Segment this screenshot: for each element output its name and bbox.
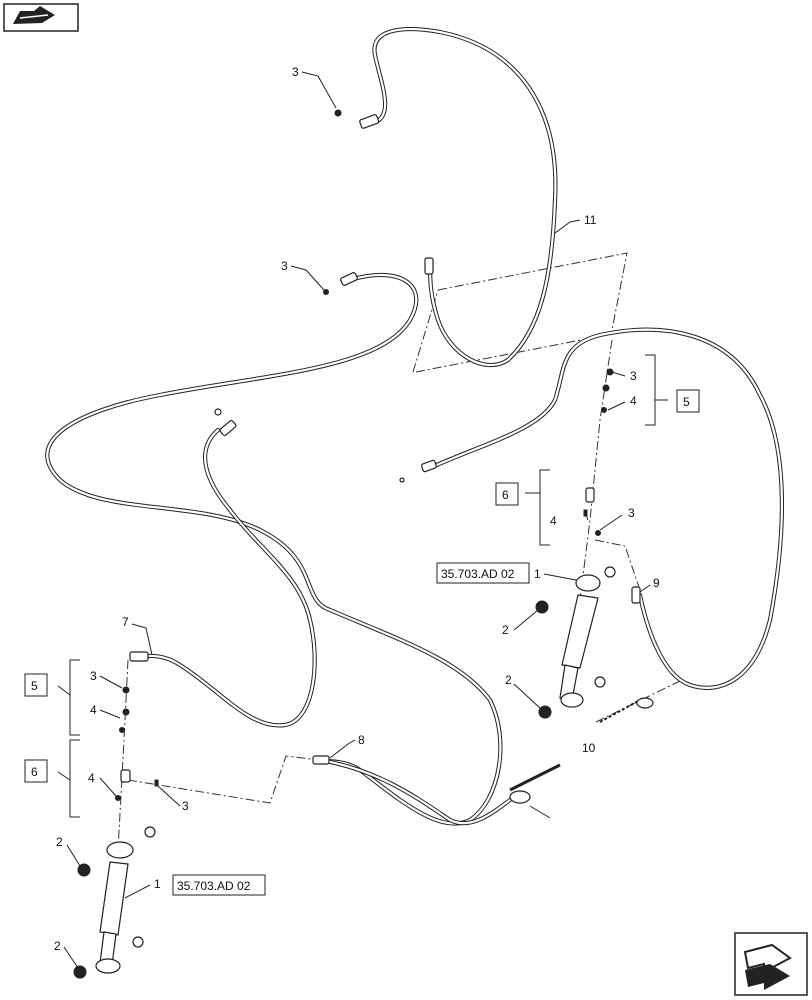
callout-4: 4 (90, 703, 97, 717)
clamp-10 (509, 697, 654, 804)
callout-1: 1 (154, 877, 161, 891)
hose-main-left (45, 272, 503, 826)
callout-3: 3 (630, 369, 637, 383)
callout-7: 7 (122, 615, 129, 629)
brackets (57, 354, 668, 818)
cylinder-right (535, 566, 616, 719)
prev-page-arrow-icon[interactable] (3, 3, 79, 32)
callout-1: 1 (534, 567, 541, 581)
hose-fittings (120, 114, 641, 783)
leader-lines (63, 71, 651, 969)
small-caps (115, 109, 614, 801)
callout-4: 4 (550, 514, 557, 528)
hose-7 (137, 427, 317, 728)
box-5-right (676, 389, 700, 413)
callout-3: 3 (182, 799, 189, 813)
callout-11: 11 (584, 213, 597, 227)
callout-3: 3 (281, 259, 288, 273)
callout-2: 2 (56, 835, 63, 849)
reference-label: 35.703.AD 02 (177, 879, 251, 893)
callout-2: 2 (502, 623, 509, 637)
hose-8 (317, 757, 513, 826)
box-6-right (495, 482, 519, 506)
callout-3: 3 (628, 506, 635, 520)
callout-5: 5 (683, 395, 690, 409)
callout-8: 8 (358, 733, 365, 747)
callout-10: 10 (582, 741, 596, 755)
callout-3: 3 (90, 669, 97, 683)
callout-9: 9 (653, 576, 660, 590)
callout-6: 6 (502, 488, 509, 502)
callout-6: 6 (31, 765, 38, 779)
cylinder-left (73, 826, 156, 979)
callout-4: 4 (88, 771, 95, 785)
reference-label: 35.703.AD 02 (441, 567, 515, 581)
hose-9 (427, 327, 784, 690)
callout-3: 3 (292, 65, 299, 79)
box-5-left (24, 673, 48, 697)
centerline-left (117, 659, 319, 851)
callout-2: 2 (54, 939, 61, 953)
ref-box-left (172, 874, 266, 896)
ref-box-right (436, 562, 530, 584)
hose-11 (372, 27, 558, 367)
callout-4: 4 (630, 394, 637, 408)
callout-2: 2 (505, 673, 512, 687)
next-page-arrow-icon[interactable] (734, 932, 808, 996)
callout-5: 5 (31, 679, 38, 693)
centerline-right (579, 339, 641, 601)
centerline-upper (412, 252, 628, 373)
box-6-left (24, 759, 48, 783)
